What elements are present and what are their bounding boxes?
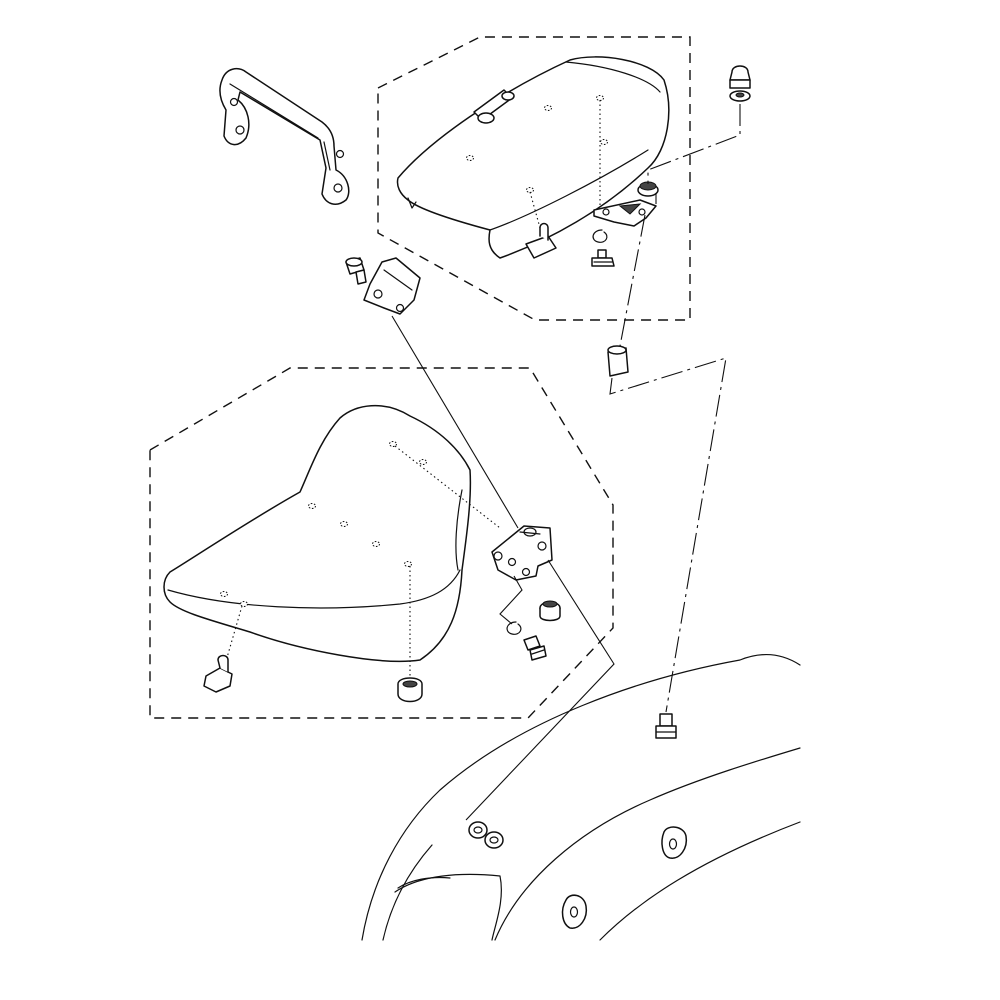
seat-hinge-bracket [491,525,553,581]
rider-seat [163,404,472,663]
rider-seat-group-boundary [149,367,614,719]
washer-passenger [592,229,608,243]
acorn-nut [729,65,751,89]
fender-mount-hole-a [661,826,688,859]
bolt-front-bracket [345,257,367,285]
front-seat-bracket [363,257,421,315]
collar [607,345,629,377]
passenger-seat-nut [525,222,557,259]
passenger-seat-bracket [593,194,657,227]
washer-top-right [729,90,751,102]
washer-hinge [506,621,522,635]
damper-hinge [539,600,561,622]
passenger-seat [396,56,670,259]
rear-fender [361,653,801,941]
damper-passenger [637,181,659,197]
bolt-passenger [591,249,615,267]
bolt-hinge [523,635,547,661]
fender-mount-hole-b [561,894,588,929]
front-seat-mount-nut [203,654,233,693]
passenger-seat-group-boundary [377,36,691,321]
grab-bar [219,67,350,205]
rear-seat-mount-nut [397,677,423,703]
damper-fender [468,821,504,849]
bolt-fender [655,713,677,739]
